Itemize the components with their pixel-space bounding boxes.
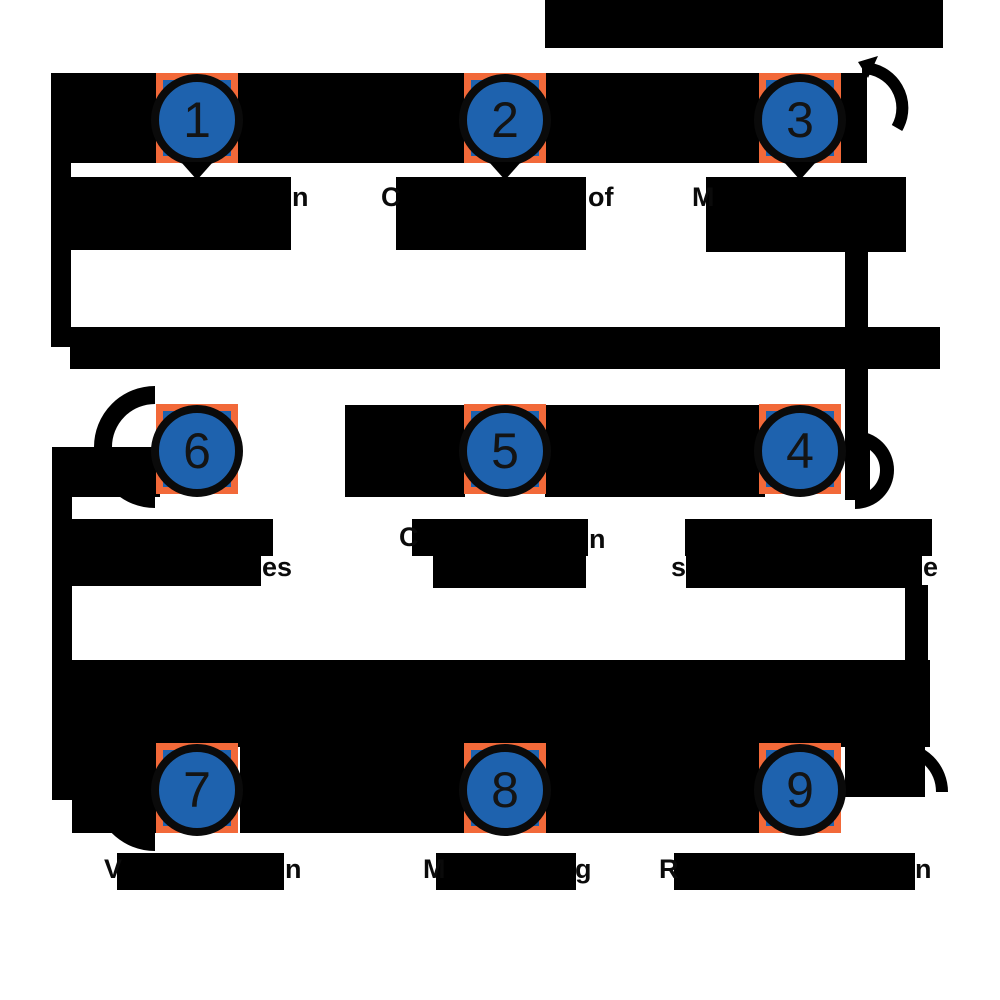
arrow-down-icon	[181, 162, 213, 180]
label-fragment: V	[104, 854, 123, 884]
step-circle-3: 3	[754, 74, 846, 166]
step-circle-9: 9	[754, 744, 846, 836]
step-circle-1: 1	[151, 74, 243, 166]
redaction-block	[345, 405, 465, 497]
redaction-block	[685, 519, 932, 556]
step-number-1: 1	[183, 92, 211, 148]
label-fragment: of	[588, 182, 614, 212]
label-fragment: R	[659, 854, 679, 884]
redaction-block	[72, 660, 930, 747]
arc-top-right	[861, 61, 909, 131]
step-circle-6: 6	[151, 405, 243, 497]
label-fragment: n	[589, 524, 606, 554]
redaction-block	[845, 440, 870, 500]
step-number-8: 8	[491, 762, 519, 818]
redaction-block	[706, 177, 906, 252]
redaction-block	[396, 177, 586, 250]
step-circle-7: 7	[151, 744, 243, 836]
redaction-block	[67, 519, 273, 556]
label-fragment: M	[692, 182, 715, 212]
redaction-block	[412, 519, 588, 556]
arrow-down-icon	[489, 162, 521, 180]
step-circle-5: 5	[459, 405, 551, 497]
redaction-block	[674, 853, 915, 890]
step-circle-4: 4	[754, 405, 846, 497]
label-fragment: es	[262, 552, 293, 582]
arc-right-mid	[854, 431, 894, 509]
redaction-block	[545, 747, 765, 833]
arrow-down-icon	[784, 162, 816, 180]
redaction-block	[70, 327, 940, 369]
label-fragment: n	[285, 854, 302, 884]
label-fragment: s	[671, 552, 687, 582]
redaction-block	[436, 853, 576, 890]
redaction-block	[686, 554, 922, 588]
label-fragment: e	[923, 552, 939, 582]
redaction-block	[67, 556, 261, 586]
step-number-3: 3	[786, 92, 814, 148]
redaction-block	[240, 747, 465, 833]
arc-left-bottom	[94, 729, 156, 851]
label-fragment: n	[292, 182, 309, 212]
step-number-4: 4	[786, 423, 814, 479]
arc-right-bottom	[897, 742, 948, 793]
label-fragment: g	[575, 854, 592, 884]
step-number-6: 6	[183, 423, 211, 479]
step-number-9: 9	[786, 762, 814, 818]
step-circle-2: 2	[459, 74, 551, 166]
redaction-block	[433, 556, 586, 588]
arrowhead-top-right	[858, 56, 878, 78]
label-fragment: M	[423, 854, 446, 884]
arc-left-mid	[94, 386, 156, 508]
label-fragment: C	[399, 522, 419, 552]
connector-bar	[51, 75, 71, 347]
redaction-block	[545, 0, 943, 48]
step-number-7: 7	[183, 762, 211, 818]
redaction-block	[545, 405, 765, 497]
redaction-block	[67, 177, 291, 250]
connector-bar	[845, 215, 868, 481]
step-number-2: 2	[491, 92, 519, 148]
connector-bar	[905, 585, 928, 665]
label-fragment: C	[381, 182, 401, 212]
step-number-5: 5	[491, 423, 519, 479]
step-circle-8: 8	[459, 744, 551, 836]
redaction-block	[117, 853, 284, 890]
label-fragment: n	[915, 854, 932, 884]
